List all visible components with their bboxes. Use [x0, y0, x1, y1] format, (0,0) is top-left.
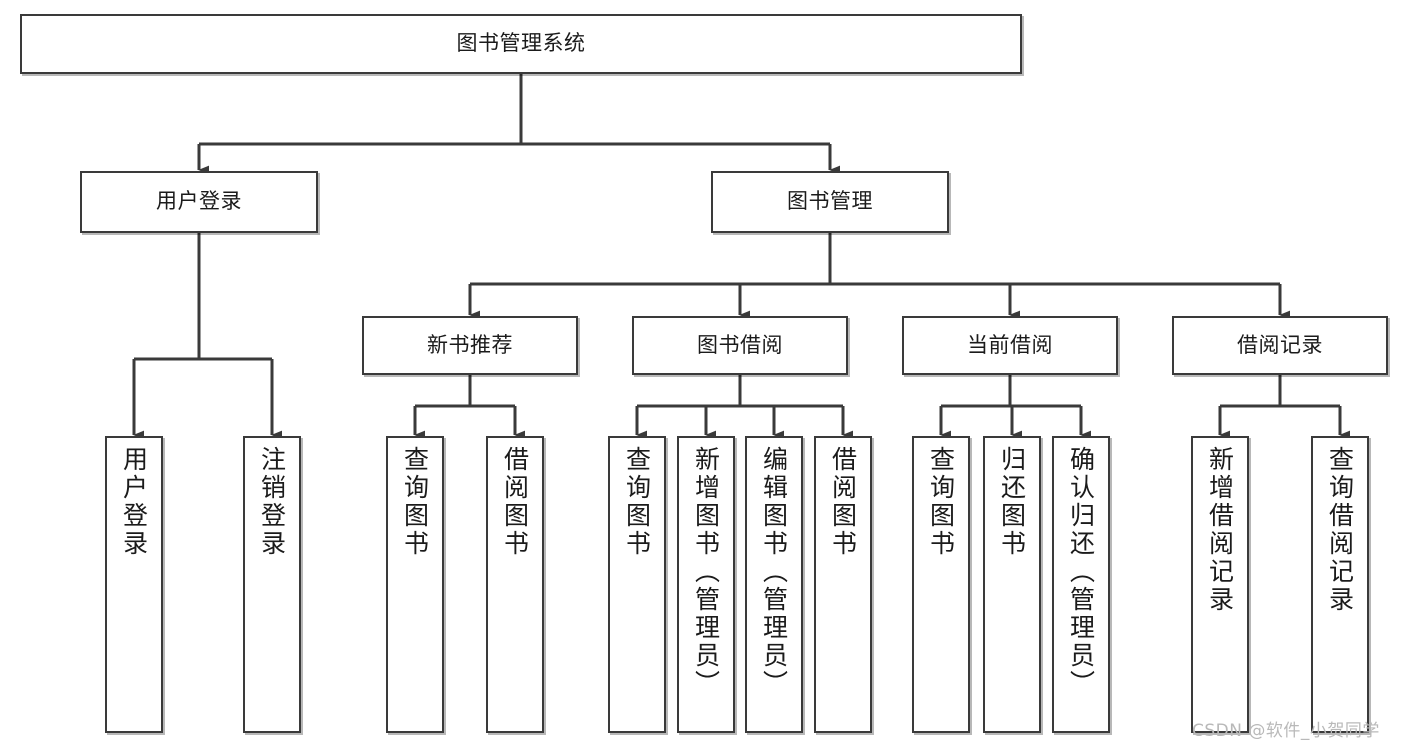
node-label: 新书推荐 — [427, 332, 513, 357]
node-leaf-bor-3[interactable]: 编辑图书（管理员） — [745, 436, 803, 733]
node-label: 查询图书 — [622, 446, 652, 558]
node-label: 查询借阅记录 — [1325, 446, 1355, 614]
node-bookmgmt[interactable]: 图书管理 — [711, 171, 949, 233]
node-label: 借阅图书 — [828, 446, 858, 558]
node-records[interactable]: 借阅记录 — [1172, 316, 1388, 375]
node-label: 用户登录 — [119, 446, 149, 558]
node-label: 新增图书（管理员） — [691, 446, 721, 698]
node-leaf-login-2[interactable]: 注销登录 — [243, 436, 301, 733]
node-newbook[interactable]: 新书推荐 — [362, 316, 578, 375]
node-label: 图书借阅 — [697, 332, 783, 357]
node-leaf-cur-3[interactable]: 确认归还（管理员） — [1052, 436, 1110, 733]
node-label: 确认归还（管理员） — [1066, 446, 1096, 698]
node-current[interactable]: 当前借阅 — [902, 316, 1118, 375]
node-leaf-rec-2[interactable]: 查询借阅记录 — [1311, 436, 1369, 733]
node-leaf-new-1[interactable]: 查询图书 — [386, 436, 444, 733]
node-leaf-bor-4[interactable]: 借阅图书 — [814, 436, 872, 733]
node-label: 注销登录 — [257, 446, 287, 558]
node-leaf-new-2[interactable]: 借阅图书 — [486, 436, 544, 733]
node-leaf-login-1[interactable]: 用户登录 — [105, 436, 163, 733]
node-label: 当前借阅 — [967, 332, 1053, 357]
node-label: 归还图书 — [997, 446, 1027, 558]
node-label: 图书管理 — [787, 189, 873, 214]
node-label: 图书管理系统 — [456, 31, 586, 56]
node-leaf-cur-2[interactable]: 归还图书 — [983, 436, 1041, 733]
node-label: 查询图书 — [400, 446, 430, 558]
node-root[interactable]: 图书管理系统 — [20, 14, 1022, 74]
node-borrow[interactable]: 图书借阅 — [632, 316, 848, 375]
node-label: 查询图书 — [926, 446, 956, 558]
node-label: 新增借阅记录 — [1205, 446, 1235, 614]
node-leaf-cur-1[interactable]: 查询图书 — [912, 436, 970, 733]
node-leaf-rec-1[interactable]: 新增借阅记录 — [1191, 436, 1249, 733]
node-login[interactable]: 用户登录 — [80, 171, 318, 233]
node-leaf-bor-2[interactable]: 新增图书（管理员） — [677, 436, 735, 733]
node-label: 用户登录 — [156, 189, 242, 214]
node-label: 借阅记录 — [1237, 332, 1323, 357]
node-label: 借阅图书 — [500, 446, 530, 558]
csdn-watermark: CSDN @软件_小贺同学 — [1192, 721, 1380, 741]
node-label: 编辑图书（管理员） — [759, 446, 789, 698]
node-leaf-bor-1[interactable]: 查询图书 — [608, 436, 666, 733]
